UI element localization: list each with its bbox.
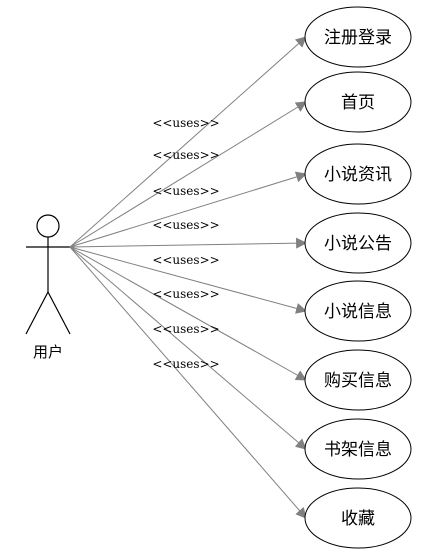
relation-label: <<uses>> <box>152 253 219 267</box>
use-cases-group: 注册登录 首页 小说资讯 小说公告 小说信息 购买信息 书架信息 收藏 <box>304 6 412 549</box>
relation-line[interactable] <box>69 246 307 519</box>
use-case-home[interactable]: 首页 <box>304 71 412 133</box>
use-case-favorites[interactable]: 收藏 <box>304 487 412 549</box>
relation-label: <<uses>> <box>152 184 219 198</box>
actor-label: 用户 <box>33 343 63 361</box>
use-case-label: 小说信息 <box>324 302 392 322</box>
relation-line[interactable] <box>69 246 307 381</box>
use-case-label: 购买信息 <box>324 371 392 391</box>
use-case-register-login[interactable]: 注册登录 <box>304 6 412 68</box>
relation-label: <<uses>> <box>152 218 219 232</box>
use-case-purchase-info[interactable]: 购买信息 <box>304 349 412 411</box>
actor-figure[interactable] <box>25 214 71 335</box>
relation-label: <<uses>> <box>152 357 219 371</box>
use-case-bookshelf-info[interactable]: 书架信息 <box>304 418 412 480</box>
relation-line[interactable] <box>69 101 307 248</box>
relation-line[interactable] <box>69 237 308 249</box>
relation-label: <<uses>> <box>152 287 219 301</box>
relation-label: <<uses>> <box>152 148 219 162</box>
relation-line[interactable] <box>69 36 307 248</box>
relation-line[interactable] <box>69 246 308 314</box>
relation-label: <<uses>> <box>152 116 219 130</box>
relation-line[interactable] <box>69 246 307 450</box>
use-case-label: 首页 <box>341 93 375 113</box>
use-case-label: 注册登录 <box>324 28 392 48</box>
use-case-novel-info[interactable]: 小说信息 <box>304 280 412 342</box>
actor-head <box>36 214 60 238</box>
actor-left-leg <box>25 291 49 335</box>
use-case-label: 收藏 <box>341 509 375 529</box>
use-case-label: 小说公告 <box>324 234 392 254</box>
relations-group <box>69 36 308 519</box>
actor-right-leg <box>47 291 71 335</box>
use-case-label: 小说资讯 <box>324 165 392 185</box>
relation-labels: <<uses>> <<uses>> <<uses>> <<uses>> <<us… <box>152 116 219 371</box>
use-case-label: 书架信息 <box>324 440 392 460</box>
relation-line[interactable] <box>69 171 308 248</box>
use-case-novel-news[interactable]: 小说资讯 <box>304 143 412 205</box>
relation-label: <<uses>> <box>152 322 219 336</box>
use-case-novel-announcement[interactable]: 小说公告 <box>304 212 412 274</box>
